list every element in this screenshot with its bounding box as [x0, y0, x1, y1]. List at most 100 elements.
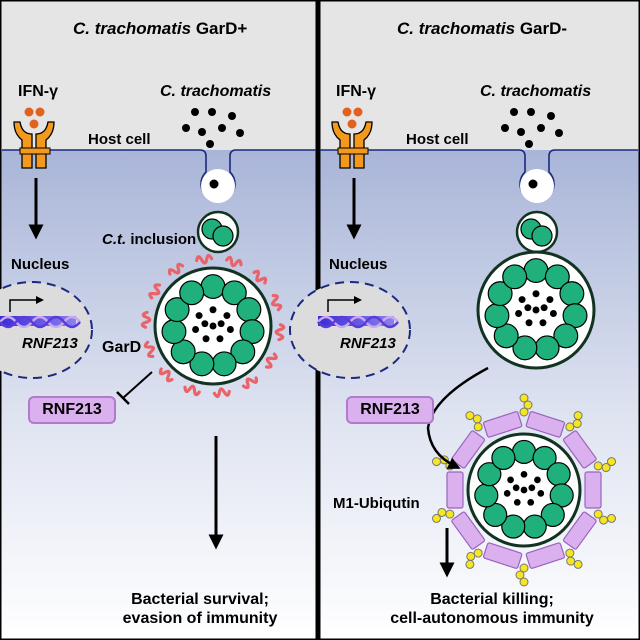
ubiquitin	[445, 509, 455, 519]
reticulate-body	[236, 297, 262, 323]
gard-protein	[212, 387, 231, 399]
ubiquitin	[437, 507, 447, 517]
rnf213-segment	[525, 411, 565, 438]
right-ubiquitinated-inclusion	[466, 432, 582, 548]
left-ifn-label: IFN-γ	[18, 83, 58, 100]
ubiquitin	[465, 411, 475, 421]
ubiquitin	[606, 513, 616, 523]
ubiquitin	[565, 422, 575, 432]
elementary-body	[512, 484, 520, 492]
reticulate-body	[511, 439, 537, 465]
ubiquitin	[432, 513, 442, 523]
left-dna-helix	[0, 296, 81, 329]
gard-protein	[241, 376, 259, 390]
elementary-body	[518, 296, 526, 304]
reticulate-body	[200, 274, 226, 300]
rnf213-segment	[451, 511, 486, 550]
gard-protein	[143, 340, 156, 359]
reticulate-body	[502, 264, 528, 290]
elementary-body	[534, 476, 541, 484]
elementary-body	[209, 322, 217, 330]
right-outcome-line1: Bacterial killing;	[430, 591, 554, 608]
right-nucleus-label: Nucleus	[329, 256, 388, 273]
left-outcome-line2: evasion of immunity	[122, 610, 278, 627]
reticulate-body	[221, 280, 247, 306]
reticulate-body	[553, 323, 579, 349]
ubiquitin	[593, 509, 603, 519]
reticulate-body	[522, 514, 547, 539]
left-entering-bacterium	[209, 179, 219, 189]
right-dna-helix	[317, 296, 399, 329]
right-ifn-label: IFN-γ	[336, 83, 376, 100]
ubiquitin	[515, 570, 525, 580]
rnf213-segment	[446, 471, 464, 509]
right-gene-label: RNF213	[340, 335, 396, 352]
reticulate-body	[512, 335, 538, 361]
elementary-body	[201, 320, 209, 328]
right-title: C. trachomatis GarD-	[397, 19, 568, 38]
reticulate-body	[559, 281, 585, 307]
reticulate-body	[211, 351, 237, 377]
rnf213-segment	[562, 430, 597, 469]
left-gene-label: RNF213	[22, 335, 78, 352]
left-host-cell-label: Host cell	[88, 131, 151, 148]
gard-inhibition-bar	[116, 391, 130, 405]
right-bacteria-label: C. trachomatis	[480, 83, 592, 100]
elementary-body	[525, 319, 533, 327]
ubiquitin	[519, 393, 529, 403]
elementary-body	[513, 498, 521, 506]
reticulate-body	[189, 351, 215, 377]
ubiquitin	[432, 457, 442, 467]
elementary-body	[515, 310, 523, 317]
reticulate-body	[164, 297, 190, 323]
rnf213-segment	[562, 511, 597, 550]
gard-protein	[274, 323, 286, 342]
reticulate-body	[523, 258, 549, 284]
ubiquitin	[519, 563, 529, 573]
ubiquitin	[593, 461, 603, 471]
left-nucleus-label: Nucleus	[11, 256, 70, 273]
right-bacteria-cluster	[501, 108, 563, 148]
ubiquitin	[566, 556, 576, 566]
elementary-body	[532, 290, 540, 298]
left-rnf213-protein-label: RNF213	[42, 401, 102, 418]
right-ifn-receptor	[331, 107, 373, 169]
gard-protein	[158, 367, 174, 383]
elementary-body	[528, 484, 536, 492]
rnf213-segment	[483, 542, 523, 569]
ubiquitin	[606, 457, 616, 467]
gard-protein	[148, 283, 162, 300]
elementary-body	[527, 498, 535, 506]
elementary-body	[503, 490, 511, 497]
elementary-body	[209, 306, 217, 314]
elementary-body	[192, 326, 200, 333]
left-gard-coat	[140, 253, 286, 399]
right-rnf213-protein-label: RNF213	[360, 401, 420, 418]
ubiquitin	[465, 559, 475, 569]
reticulate-body	[230, 339, 256, 365]
right-ubiquitin-coat	[432, 393, 616, 587]
gard-protein	[195, 253, 214, 265]
gard-protein	[140, 310, 152, 329]
elementary-body	[549, 310, 557, 317]
inclusion-label: C.t. inclusion	[102, 231, 197, 248]
ubiquitin	[473, 422, 483, 432]
reticulate-body	[161, 319, 187, 345]
ubiquitin	[599, 515, 609, 525]
ubiquitin	[573, 411, 583, 421]
right-rnf213-protein: RNF213	[346, 396, 434, 424]
right-nucleus	[289, 281, 411, 379]
ubiquitin	[519, 577, 529, 587]
reticulate-body	[532, 445, 557, 471]
left-outcome-line1: Bacterial survival;	[131, 591, 269, 608]
ubiquitin	[565, 548, 575, 558]
elementary-body	[217, 320, 225, 328]
gard-label: GarD	[102, 339, 142, 356]
left-ifn-receptor	[13, 107, 55, 169]
reticulate-body	[474, 483, 499, 508]
left-rnf213-protein: RNF213	[28, 396, 116, 424]
reticulate-body	[534, 335, 560, 361]
elementary-body	[223, 312, 231, 320]
